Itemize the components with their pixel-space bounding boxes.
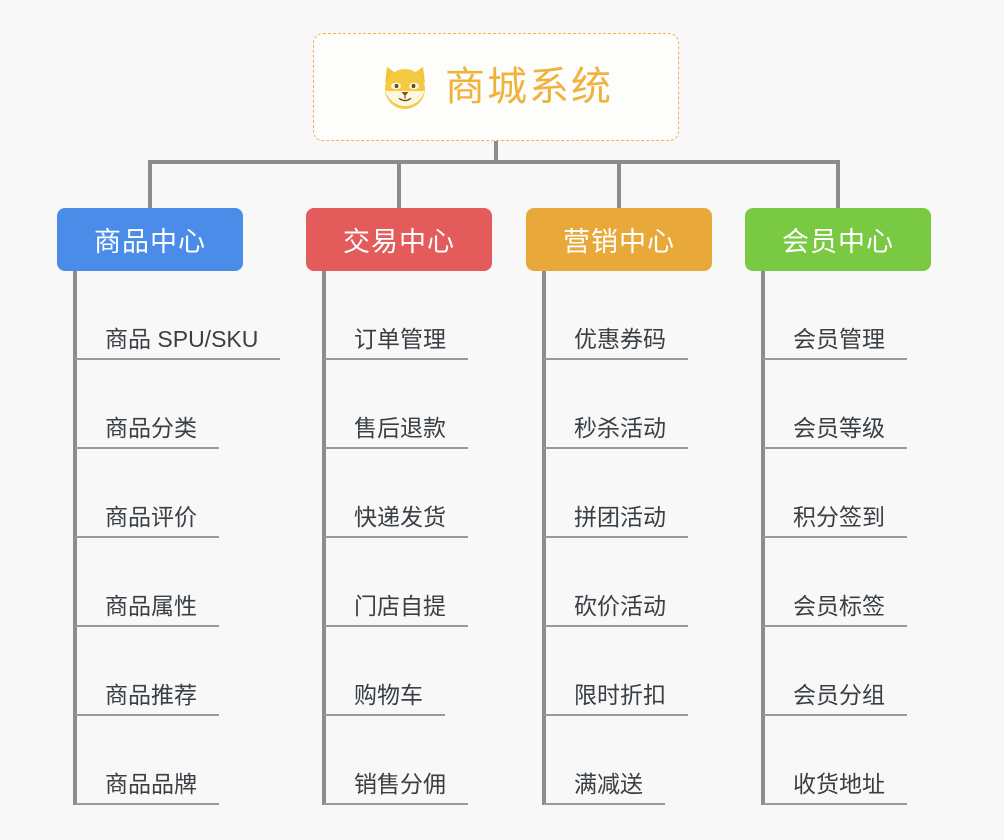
leaf-label: 收货地址 — [793, 770, 885, 797]
leaf-column-member-center: 会员管理 会员等级 积分签到 会员标签 会员分组 — [761, 271, 907, 805]
leaf-underline — [75, 803, 219, 805]
leaf-label: 商品品牌 — [105, 770, 197, 797]
list-item[interactable]: 门店自提 — [322, 538, 468, 627]
list-item[interactable]: 商品评价 — [73, 449, 280, 538]
category-header-product-center[interactable]: 商品中心 — [57, 208, 243, 271]
connector-root-stem — [494, 141, 498, 162]
leaf-label: 购物车 — [354, 681, 423, 708]
leaf-underline — [544, 447, 688, 449]
column-spine — [761, 271, 765, 805]
list-item[interactable]: 商品属性 — [73, 538, 280, 627]
leaf-label: 会员标签 — [793, 592, 885, 619]
leaf-underline — [763, 714, 907, 716]
leaf-label: 限时折扣 — [574, 681, 666, 708]
list-item[interactable]: 会员标签 — [761, 538, 907, 627]
list-item[interactable]: 优惠券码 — [542, 271, 688, 360]
root-title: 商城系统 — [445, 65, 613, 109]
column-spine — [542, 271, 546, 805]
list-item[interactable]: 商品推荐 — [73, 627, 280, 716]
list-item[interactable]: 售后退款 — [322, 360, 468, 449]
leaf-column-marketing-center: 优惠券码 秒杀活动 拼团活动 砍价活动 限时折扣 — [542, 271, 688, 805]
category-title: 交易中心 — [343, 227, 455, 257]
leaf-column-trade-center: 订单管理 售后退款 快递发货 门店自提 购物车 — [322, 271, 468, 805]
connector-drop-4 — [836, 160, 840, 210]
list-item[interactable]: 快递发货 — [322, 449, 468, 538]
leaf-label: 商品属性 — [105, 592, 197, 619]
leaf-label: 拼团活动 — [574, 503, 666, 530]
leaf-underline — [324, 803, 468, 805]
connector-bus — [148, 160, 839, 164]
leaf-underline — [544, 714, 688, 716]
leaf-label: 积分签到 — [793, 503, 885, 530]
list-item[interactable]: 销售分佣 — [322, 716, 468, 805]
leaf-label: 优惠券码 — [574, 325, 666, 352]
leaf-underline — [763, 625, 907, 627]
list-item[interactable]: 商品 SPU/SKU — [73, 271, 281, 360]
leaf-label: 销售分佣 — [354, 770, 446, 797]
category-header-marketing-center[interactable]: 营销中心 — [526, 208, 712, 271]
list-item[interactable]: 订单管理 — [322, 271, 468, 360]
list-item[interactable]: 会员管理 — [761, 271, 907, 360]
category-header-member-center[interactable]: 会员中心 — [745, 208, 931, 271]
list-item[interactable]: 满减送 — [542, 716, 688, 805]
list-item[interactable]: 收货地址 — [761, 716, 907, 805]
leaf-label: 会员管理 — [793, 325, 885, 352]
leaf-underline — [544, 536, 688, 538]
leaf-underline — [763, 536, 907, 538]
leaf-label: 满减送 — [574, 770, 643, 797]
list-item[interactable]: 拼团活动 — [542, 449, 688, 538]
leaf-underline — [763, 803, 907, 805]
category-header-trade-center[interactable]: 交易中心 — [306, 208, 492, 271]
leaf-label: 秒杀活动 — [574, 414, 666, 441]
leaf-underline — [763, 358, 907, 360]
leaf-label: 商品 SPU/SKU — [105, 325, 259, 352]
leaf-underline — [324, 536, 468, 538]
leaf-column-product-center: 商品 SPU/SKU 商品分类 商品评价 商品属性 商品推荐 — [73, 271, 281, 805]
list-item[interactable]: 会员等级 — [761, 360, 907, 449]
leaf-underline — [75, 714, 219, 716]
list-item[interactable]: 商品品牌 — [73, 716, 280, 805]
leaf-underline — [544, 625, 688, 627]
connector-drop-1 — [148, 160, 152, 210]
connector-drop-2 — [397, 160, 401, 210]
connector-drop-3 — [617, 160, 621, 210]
category-title: 营销中心 — [563, 227, 675, 257]
leaf-underline — [544, 803, 665, 805]
list-item[interactable]: 限时折扣 — [542, 627, 688, 716]
leaf-label: 商品分类 — [105, 414, 197, 441]
leaf-label: 砍价活动 — [574, 592, 666, 619]
column-spine — [322, 271, 326, 805]
leaf-label: 快递发货 — [354, 503, 446, 530]
leaf-underline — [75, 625, 219, 627]
shiba-dog-face-icon — [379, 61, 431, 113]
leaf-label: 商品评价 — [105, 503, 197, 530]
list-item[interactable]: 秒杀活动 — [542, 360, 688, 449]
category-title: 商品中心 — [94, 227, 206, 257]
list-item[interactable]: 购物车 — [322, 627, 468, 716]
category-title: 会员中心 — [782, 227, 894, 257]
leaf-label: 售后退款 — [354, 414, 446, 441]
list-item[interactable]: 砍价活动 — [542, 538, 688, 627]
leaf-underline — [75, 358, 281, 360]
root-node[interactable]: 商城系统 — [313, 33, 679, 141]
column-spine — [73, 271, 77, 805]
leaf-underline — [75, 447, 219, 449]
leaf-underline — [763, 447, 907, 449]
leaf-underline — [324, 625, 468, 627]
list-item[interactable]: 会员分组 — [761, 627, 907, 716]
leaf-label: 订单管理 — [354, 325, 446, 352]
leaf-label: 会员分组 — [793, 681, 885, 708]
leaf-label: 门店自提 — [354, 592, 446, 619]
list-item[interactable]: 积分签到 — [761, 449, 907, 538]
leaf-underline — [75, 536, 219, 538]
list-item[interactable]: 商品分类 — [73, 360, 280, 449]
leaf-underline — [324, 447, 468, 449]
leaf-label: 商品推荐 — [105, 681, 197, 708]
leaf-label: 会员等级 — [793, 414, 885, 441]
leaf-underline — [324, 714, 445, 716]
leaf-underline — [324, 358, 468, 360]
leaf-underline — [544, 358, 688, 360]
